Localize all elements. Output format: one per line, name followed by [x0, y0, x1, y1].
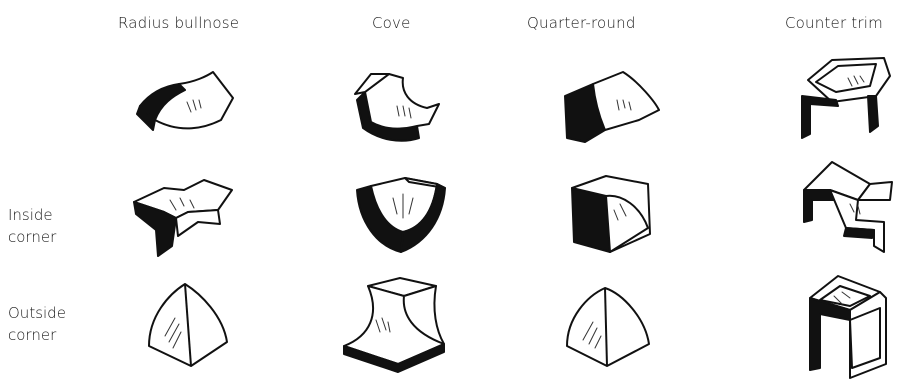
column-header-radius-bullnose: Radius bullnose	[118, 14, 239, 32]
cove-icon	[345, 64, 455, 154]
column-header-cove: Cove	[372, 14, 411, 32]
column-header-quarter-round: Quarter-round	[527, 14, 636, 32]
row-label-outside-corner: Outside corner	[8, 302, 66, 346]
quarter-round-icon	[555, 62, 665, 152]
row-label-inside-corner: Inside corner	[8, 204, 56, 248]
quarter-round-inside-corner-icon	[560, 168, 670, 258]
counter-trim-inside-corner-icon	[788, 160, 898, 250]
radius-bullnose-inside-corner-icon	[128, 170, 238, 260]
radius-bullnose-icon	[125, 62, 235, 152]
counter-trim-icon	[782, 56, 892, 146]
cove-inside-corner-icon	[345, 166, 455, 256]
quarter-round-outside-corner-icon	[555, 282, 665, 372]
column-header-counter-trim: Counter trim	[785, 14, 883, 32]
cove-outside-corner-icon	[340, 270, 450, 360]
radius-bullnose-outside-corner-icon	[135, 280, 245, 370]
counter-trim-outside-corner-icon	[790, 268, 900, 358]
